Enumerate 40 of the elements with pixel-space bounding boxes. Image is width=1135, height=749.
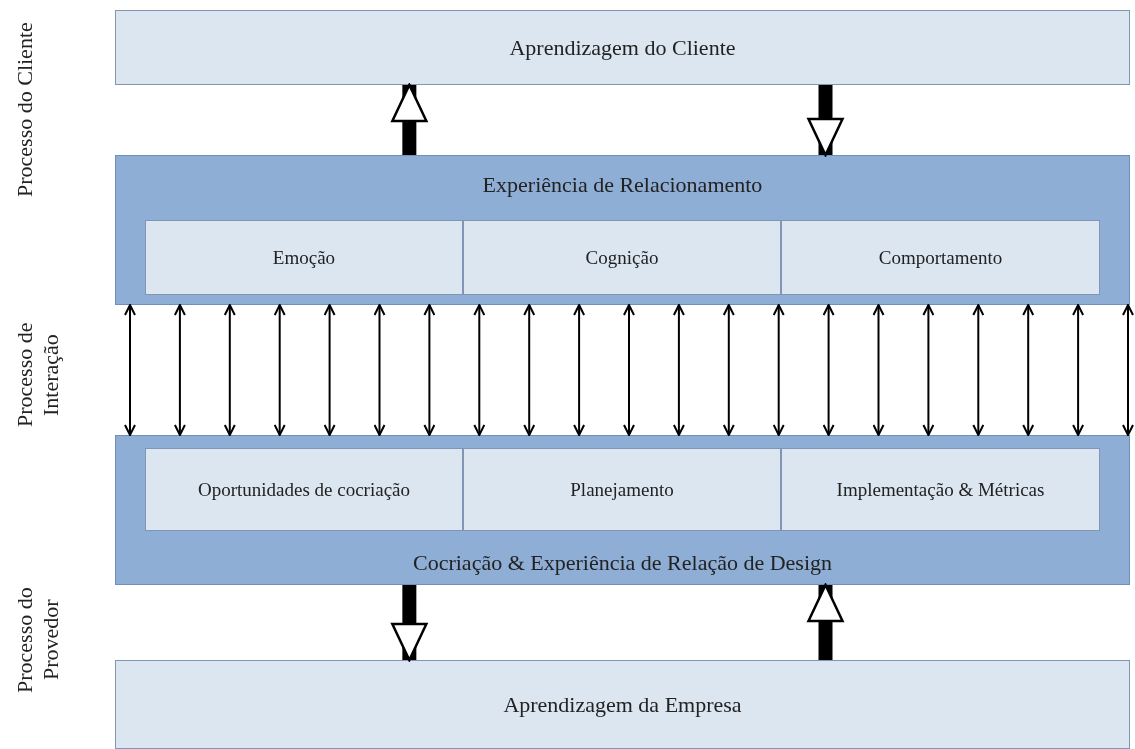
group-panel: [115, 435, 1130, 585]
side-label: Processo do Provedor: [12, 586, 64, 695]
stage-box: Oportunidades de cocriação: [145, 448, 463, 531]
double-arrow: [423, 304, 436, 436]
process-box: Aprendizagem do Cliente: [115, 10, 1130, 85]
double-arrow: [1022, 304, 1035, 436]
double-arrow: [922, 304, 935, 436]
group-panel: [115, 155, 1130, 305]
stage-box: Comportamento: [781, 220, 1100, 295]
double-arrow: [523, 304, 536, 436]
block-arrow: [391, 83, 428, 155]
process-box: Aprendizagem da Empresa: [115, 660, 1130, 749]
double-arrow: [1072, 304, 1085, 436]
double-arrow: [373, 304, 386, 436]
double-arrow: [273, 304, 286, 436]
stage-box: Emoção: [145, 220, 463, 295]
double-arrow: [672, 304, 685, 436]
stage-box: Planejamento: [463, 448, 781, 531]
side-label: Processo do Cliente: [12, 21, 38, 200]
side-label: Processo de Interação: [12, 321, 64, 430]
double-arrow: [1122, 304, 1134, 436]
double-arrow: [323, 304, 336, 436]
double-arrow: [473, 304, 486, 436]
double-arrow: [772, 304, 785, 436]
double-arrow: [124, 304, 136, 436]
panel-title: Experiência de Relacionamento: [481, 172, 764, 198]
stage-box: Implementação & Métricas: [781, 448, 1100, 531]
stage-box: Cognição: [463, 220, 781, 295]
double-arrow: [573, 304, 586, 436]
double-arrow: [872, 304, 885, 436]
panel-title: Cocriação & Experiência de Relação de Design: [412, 550, 833, 576]
double-arrow: [722, 304, 735, 436]
block-arrow: [807, 583, 844, 660]
double-arrow: [223, 304, 236, 436]
double-arrow: [822, 304, 835, 436]
double-arrow: [972, 304, 985, 436]
block-arrow: [807, 85, 844, 157]
double-arrow: [173, 304, 186, 436]
block-arrow: [391, 585, 428, 662]
double-arrow: [623, 304, 635, 436]
